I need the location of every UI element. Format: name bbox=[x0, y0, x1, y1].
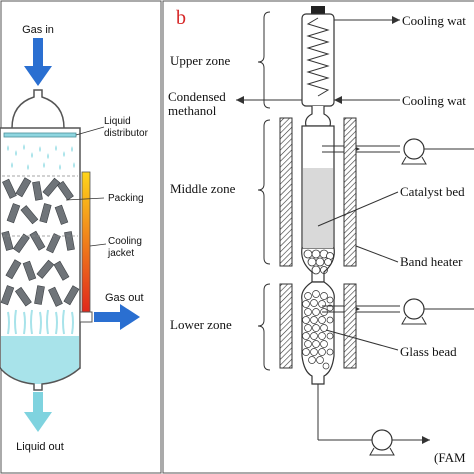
catalyst-bed-label: Catalyst bed bbox=[400, 184, 465, 199]
upper-zone-brace bbox=[257, 11, 271, 109]
cooling-jacket-label-2: jacket bbox=[107, 248, 134, 259]
middle-zone-label: Middle zone bbox=[170, 181, 236, 196]
packing-label: Packing bbox=[108, 193, 144, 204]
cooling-jacket-pointer bbox=[89, 243, 107, 247]
pump-lower bbox=[403, 298, 425, 320]
panel-b: b Upper zone Middle zone Lower zone Cool… bbox=[162, 0, 474, 474]
cooling-water-top-label: Cooling wat bbox=[402, 13, 466, 28]
gas-in-arrow bbox=[24, 38, 52, 86]
panel-a: Gas in bbox=[0, 0, 162, 474]
band-heater-right-middle bbox=[343, 117, 357, 267]
liquid-distributor-pointer bbox=[75, 126, 105, 136]
band-heater-left-middle bbox=[279, 117, 293, 267]
catalyst-bed bbox=[303, 168, 333, 248]
panel-b-letter: b bbox=[176, 7, 186, 29]
packing-bed bbox=[0, 177, 80, 307]
lower-zone-brace bbox=[257, 283, 271, 371]
reactor-bottom-head bbox=[0, 367, 81, 391]
middle-zone-brace bbox=[257, 119, 271, 265]
condensed-methanol-label-1: Condensed bbox=[168, 89, 226, 104]
band-heater-pointer bbox=[355, 245, 399, 263]
gas-in-label: Gas in bbox=[22, 24, 54, 36]
band-heater-left-lower bbox=[279, 283, 293, 369]
upper-zone-label: Upper zone bbox=[170, 53, 231, 68]
liquid-distributor bbox=[3, 132, 77, 138]
gas-out-label: Gas out bbox=[105, 292, 144, 304]
liquid-pool bbox=[1, 336, 79, 384]
glass-bead-pointer bbox=[325, 329, 399, 351]
liquid-streaks bbox=[7, 309, 74, 335]
pump-outlet bbox=[371, 429, 393, 451]
band-heater-label: Band heater bbox=[400, 254, 463, 269]
cooling-jacket-label-1: Cooling bbox=[108, 236, 142, 247]
liquid-out-arrow bbox=[24, 392, 52, 432]
lower-zone-label: Lower zone bbox=[170, 317, 232, 332]
cooling-water-bottom-label: Cooling wat bbox=[402, 93, 466, 108]
liquid-distributor-label-1: Liquid bbox=[104, 116, 131, 127]
gas-out-nozzle bbox=[79, 311, 93, 323]
liquid-distributor-label-2: distributor bbox=[104, 128, 149, 139]
fame-label: (FAM bbox=[434, 450, 466, 465]
band-heater-right-lower bbox=[343, 283, 357, 369]
cooling-jacket bbox=[81, 171, 91, 313]
pump-middle bbox=[403, 138, 425, 160]
packing-pointer bbox=[65, 197, 105, 201]
gas-out-arrow bbox=[94, 304, 140, 330]
reactor-vessel bbox=[11, 89, 65, 129]
condenser-coil bbox=[306, 17, 330, 97]
glass-bead-label: Glass bead bbox=[400, 344, 457, 359]
transition-beads bbox=[303, 249, 334, 275]
column-neck bbox=[305, 106, 331, 127]
condenser-cap bbox=[311, 6, 325, 14]
condensed-methanol-label-2: methanol bbox=[168, 103, 217, 118]
droplets bbox=[7, 144, 75, 170]
glass-beads bbox=[302, 290, 334, 370]
liquid-out-label: Liquid out bbox=[16, 441, 64, 453]
panel-b-frame bbox=[162, 0, 474, 474]
catalyst-bed-pointer bbox=[317, 191, 399, 227]
